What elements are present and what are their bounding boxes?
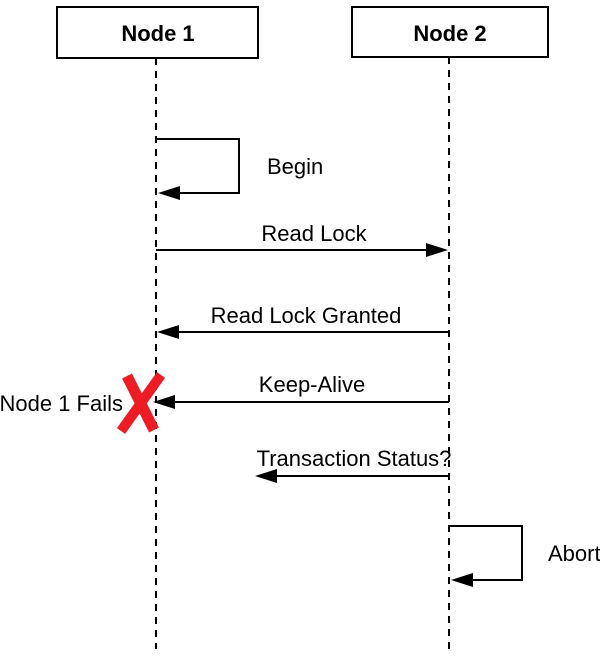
node2-label: Node 2: [413, 21, 486, 46]
abort-label: Abort: [548, 541, 600, 566]
begin-self-message: Begin: [156, 138, 323, 200]
keep-alive-arrowhead-icon: [153, 395, 175, 409]
node1: Node 1: [56, 6, 259, 59]
transaction-status-message: Transaction Status?: [255, 446, 451, 483]
begin-loop-line: [156, 138, 240, 194]
keep-alive-message: Keep-Alive: [153, 372, 449, 409]
begin-label: Begin: [267, 154, 323, 179]
begin-arrowhead-icon: [158, 186, 180, 200]
transaction-status-label: Transaction Status?: [257, 446, 452, 471]
read-lock-label: Read Lock: [261, 221, 367, 246]
node2: Node 2: [351, 6, 549, 58]
read-lock-granted-arrowhead-icon: [157, 325, 179, 339]
failure-label: Node 1 Fails: [0, 391, 123, 416]
node1-failure: Node 1 Fails: [0, 372, 166, 434]
abort-loop-line: [449, 525, 523, 581]
node2-box: [351, 6, 549, 58]
node1-box: [56, 6, 259, 59]
read-lock-granted-message: Read Lock Granted: [157, 303, 449, 339]
failure-x-mark-icon: [116, 372, 166, 434]
abort-self-message: Abort: [449, 525, 600, 587]
transaction-status-arrowhead-icon: [255, 469, 277, 483]
abort-arrowhead-icon: [451, 573, 473, 587]
node1-label: Node 1: [121, 21, 194, 46]
read-lock-message: Read Lock: [156, 221, 448, 257]
read-lock-arrowhead-icon: [426, 243, 448, 257]
read-lock-granted-label: Read Lock Granted: [211, 303, 402, 328]
keep-alive-label: Keep-Alive: [259, 372, 365, 397]
